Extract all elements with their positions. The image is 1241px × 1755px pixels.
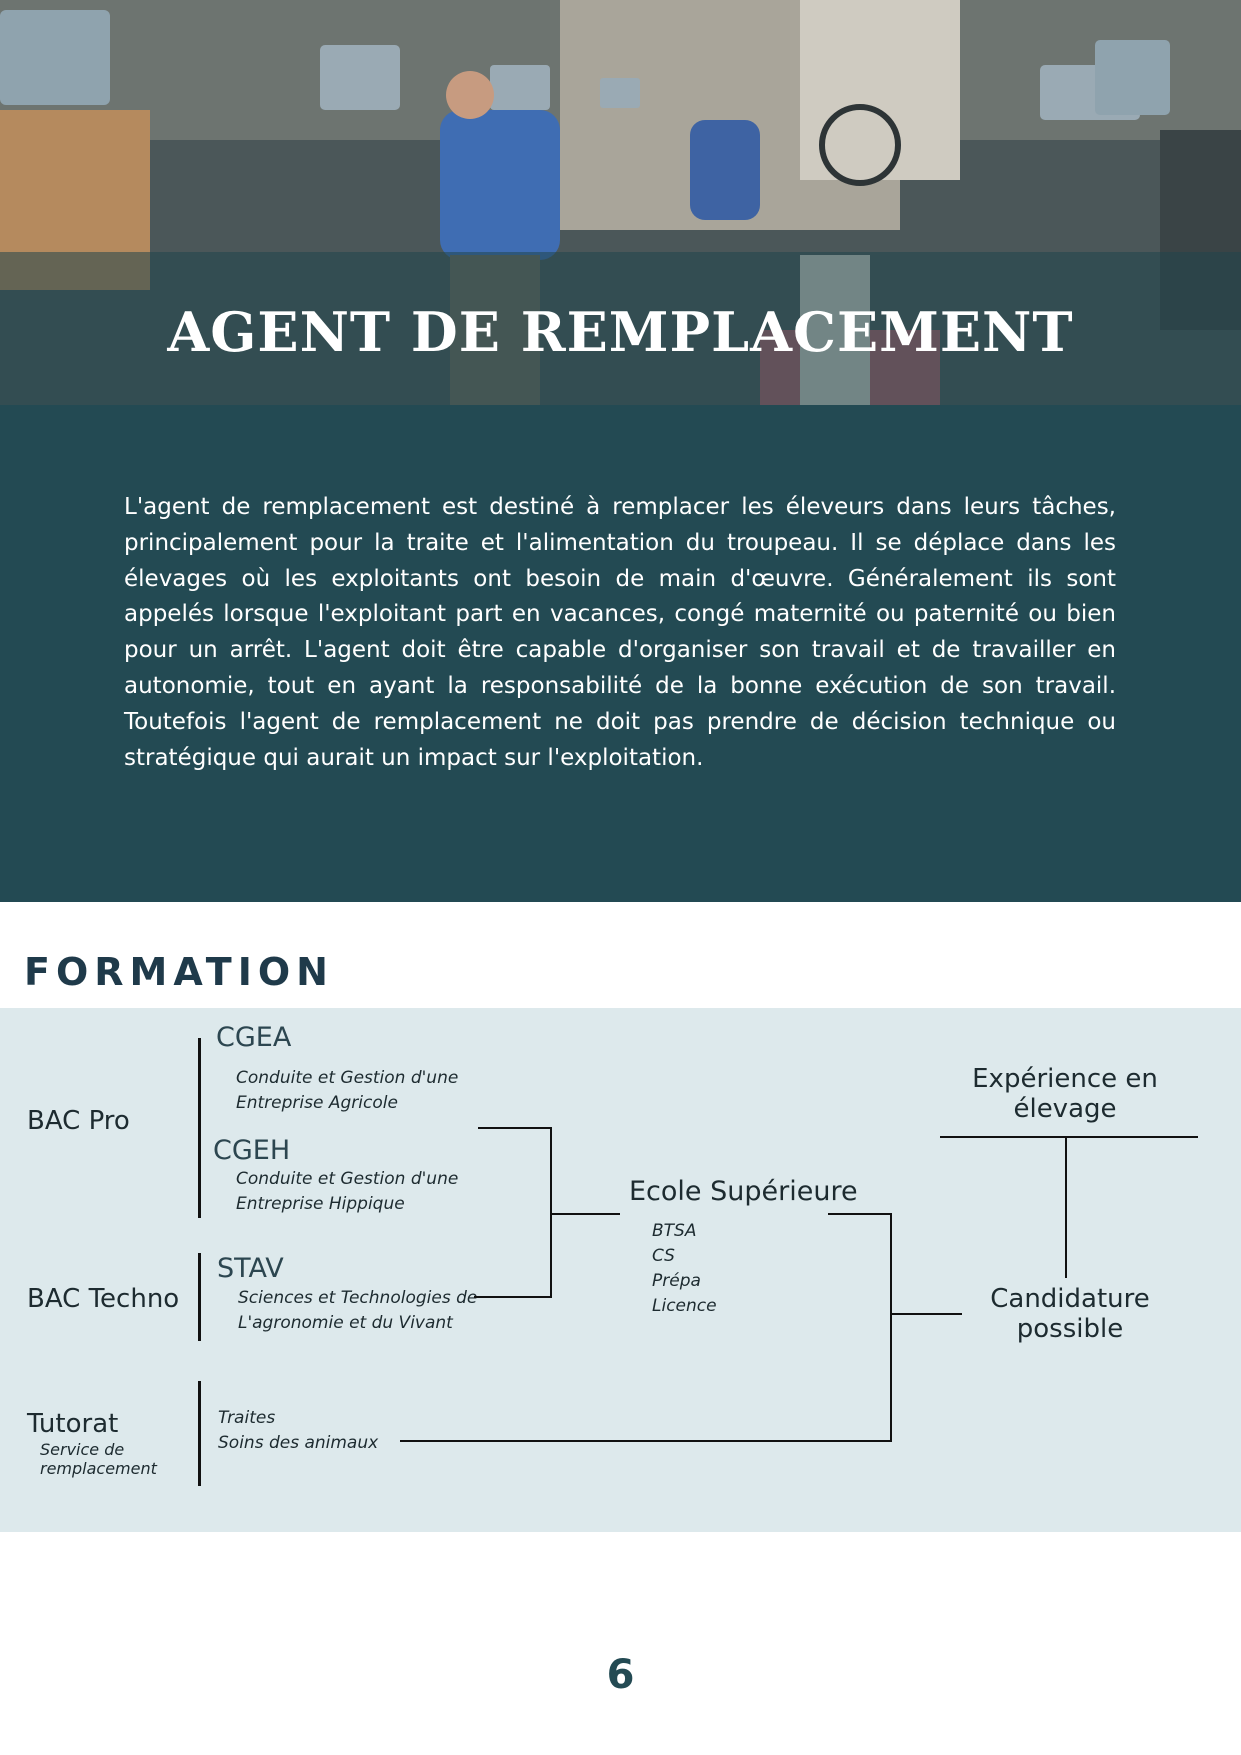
tutorat-sub-2: remplacement — [40, 1459, 157, 1478]
connector-right-vertical — [890, 1213, 892, 1442]
page-title: AGENT DE REMPLACEMENT — [167, 300, 1074, 364]
page-number: 6 — [606, 1652, 635, 1698]
connector-from-ecole — [828, 1213, 892, 1215]
ecole-item-licence: Licence — [652, 1296, 717, 1316]
tutorat-sub-1: Service de — [40, 1440, 125, 1459]
hero-banner: AGENT DE REMPLACEMENT — [0, 0, 1241, 405]
cgea-desc-2: Entreprise Agricole — [236, 1093, 398, 1113]
tutorat-task-1: Traites — [218, 1408, 276, 1428]
connector-to-candidature — [892, 1313, 962, 1315]
bac-techno-label: BAC Techno — [27, 1284, 180, 1314]
connector-to-ecole — [552, 1213, 620, 1215]
connector-experience — [1065, 1138, 1067, 1278]
ecole-item-cs: CS — [652, 1246, 675, 1266]
tutorat-task-2: Soins des animaux — [218, 1433, 379, 1453]
section-title-formation: FORMATION — [24, 950, 334, 994]
stav-desc-1: Sciences et Technologies de — [238, 1288, 478, 1308]
bac-pro-bracket — [198, 1038, 201, 1218]
cgeh-desc-2: Entreprise Hippique — [236, 1194, 405, 1214]
bac-techno-bracket — [198, 1253, 201, 1341]
intro-paragraph: L'agent de remplacement est destiné à re… — [124, 494, 1116, 771]
connector-bac-vertical — [550, 1127, 552, 1298]
cgea-code: CGEA — [216, 1022, 292, 1053]
cgeh-code: CGEH — [213, 1135, 291, 1166]
tutorat-label: Tutorat — [27, 1409, 119, 1439]
stav-desc-2: L'agronomie et du Vivant — [238, 1313, 453, 1333]
cgea-desc-1: Conduite et Gestion d'une — [236, 1068, 459, 1088]
tutorat-bracket — [198, 1381, 201, 1486]
connector-bac-pro — [478, 1127, 552, 1129]
ecole-item-prepa: Prépa — [652, 1271, 701, 1291]
connector-bac-techno — [474, 1296, 552, 1298]
cgeh-desc-1: Conduite et Gestion d'une — [236, 1169, 459, 1189]
title-band — [0, 252, 1241, 405]
stav-code: STAV — [217, 1253, 284, 1284]
candidature-line-2: possible — [1016, 1314, 1124, 1344]
experience-line-2: élevage — [1013, 1094, 1117, 1124]
ecole-label: Ecole Supérieure — [629, 1176, 858, 1207]
candidature-line-1: Candidature — [990, 1284, 1150, 1314]
candidature-label: Candidature possible — [945, 1284, 1195, 1344]
connector-tutorat — [400, 1440, 892, 1442]
experience-line-1: Expérience en — [972, 1064, 1158, 1094]
bac-pro-label: BAC Pro — [27, 1106, 130, 1136]
formation-flowchart: BAC Pro CGEA Conduite et Gestion d'une E… — [0, 1008, 1241, 1532]
experience-underline — [940, 1136, 1198, 1138]
ecole-item-btsa: BTSA — [652, 1221, 697, 1241]
intro-section: L'agent de remplacement est destiné à re… — [0, 405, 1241, 902]
experience-label: Expérience en élevage — [940, 1064, 1190, 1124]
